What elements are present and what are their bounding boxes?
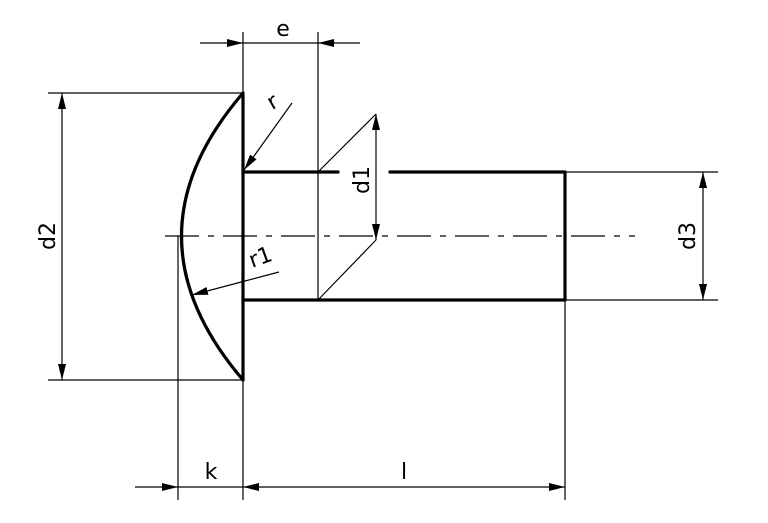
extension-lines (48, 32, 718, 500)
dimension-d1: d1 (350, 114, 380, 240)
label-r: r (263, 89, 284, 116)
label-k: k (205, 460, 218, 485)
label-e: e (276, 17, 290, 42)
label-r1: r1 (246, 242, 276, 273)
dimension-e: e (200, 17, 360, 47)
section-cut (317, 32, 377, 301)
dimension-d3: d3 (676, 172, 707, 300)
label-d2: d2 (36, 222, 61, 250)
dimension-d2: d2 (36, 93, 66, 380)
dimension-r1: r1 (191, 242, 280, 296)
label-d1: d1 (350, 166, 375, 194)
dimension-l: l (243, 460, 565, 491)
dimension-r: r (243, 89, 293, 171)
rivet-shank-top-right (241, 170, 567, 302)
dimension-k: k (135, 460, 243, 491)
label-l: l (401, 460, 407, 485)
label-d3: d3 (676, 222, 701, 250)
